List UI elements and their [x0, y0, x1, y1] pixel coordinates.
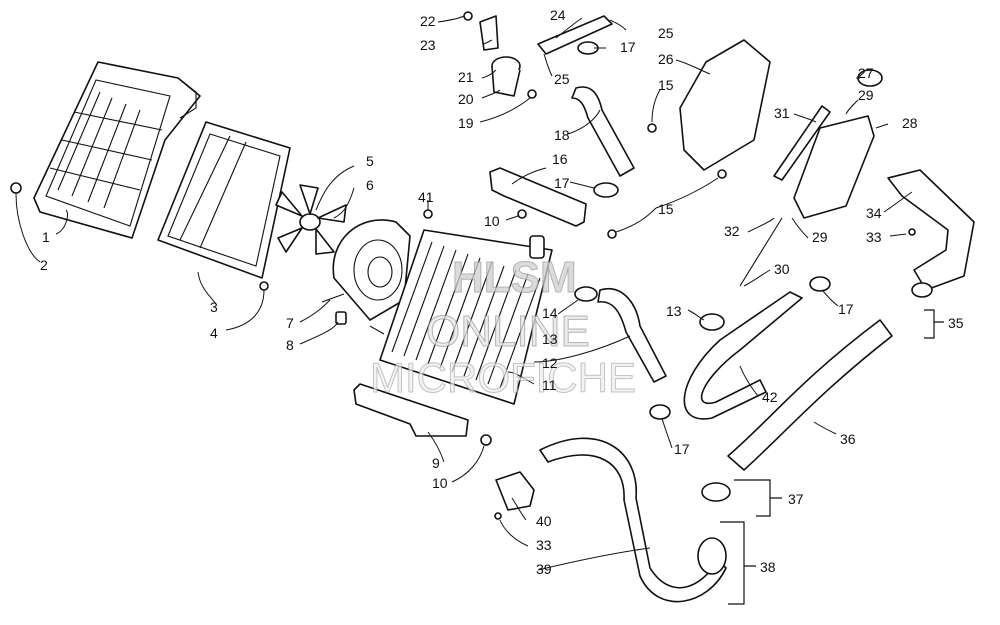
watermark-line-1: HLSM: [452, 253, 577, 302]
leader-lines: [15, 15, 913, 571]
callout-15-lower: 15: [658, 201, 674, 217]
callout-10-upper: 10: [484, 213, 500, 229]
fan-shroud-part: [321, 219, 411, 335]
clamp-part-35: [911, 282, 933, 298]
callout-40: 40: [536, 513, 552, 529]
callout-20: 20: [458, 91, 474, 107]
callout-5: 5: [366, 153, 374, 169]
callout-36: 36: [840, 431, 856, 447]
bolt-part-10-upper: [517, 209, 527, 219]
callout-25-top: 25: [658, 25, 674, 41]
screw-part-15-upper: [647, 123, 657, 133]
callout-17-right: 17: [838, 301, 854, 317]
callout-42: 42: [762, 389, 778, 405]
callout-37: 37: [788, 491, 804, 507]
clamp-part-17-right: [809, 276, 831, 292]
callout-4: 4: [210, 325, 218, 341]
clamp-part-37: [701, 482, 731, 502]
callout-11: 11: [542, 377, 557, 393]
callout-labels: 1 2 3 4 5 6 7 8 9 10 10 41 11 12 13 14 1…: [40, 7, 964, 577]
callout-8: 8: [286, 337, 294, 353]
callout-2: 2: [40, 257, 48, 273]
callout-28: 28: [902, 115, 918, 131]
group-brackets: [720, 309, 944, 605]
hose-part-36: [727, 319, 893, 471]
lower-bracket-part: [353, 383, 469, 437]
watermark: HLSM ONLINE MICROFICHE: [370, 253, 637, 402]
screw-part-41: [423, 209, 433, 219]
callout-33-upper: 33: [866, 229, 882, 245]
screw-part-15-mid: [607, 229, 617, 239]
callout-32: 32: [724, 223, 740, 239]
callout-19: 19: [458, 115, 474, 131]
callout-17-top: 17: [620, 39, 636, 55]
cover-part-26: [679, 39, 771, 171]
bracket-part-40: [495, 471, 535, 511]
callout-31: 31: [774, 105, 790, 121]
callout-17-upper: 17: [554, 175, 570, 191]
bypass-tube-part: [537, 15, 613, 55]
hose-part-42: [683, 291, 803, 420]
callout-33-lower: 33: [536, 537, 552, 553]
callout-41: 41: [418, 189, 434, 205]
hose-part-39: [539, 437, 727, 603]
callout-9: 9: [432, 455, 440, 471]
callout-13-left: 13: [542, 331, 558, 347]
callout-21: 21: [458, 69, 474, 85]
callout-39: 39: [536, 561, 552, 577]
bolt-part-8: [335, 311, 347, 325]
thermostat-housing-part: [463, 11, 521, 97]
callout-35: 35: [948, 315, 964, 331]
callout-3: 3: [210, 299, 218, 315]
callout-24: 24: [550, 7, 566, 23]
upper-bracket-part: [489, 167, 587, 227]
radiator-part: [379, 229, 553, 405]
screw-part-15-lower: [717, 169, 727, 179]
screw-part-2: [10, 182, 22, 194]
callout-23: 23: [420, 37, 436, 53]
callout-10-lower: 10: [432, 475, 448, 491]
callout-14: 14: [542, 305, 558, 321]
callout-38: 38: [760, 559, 776, 575]
screw-part-4: [259, 281, 269, 291]
callout-29-lower: 29: [812, 229, 828, 245]
callout-18: 18: [554, 127, 570, 143]
callout-15-upper: 15: [658, 77, 674, 93]
callout-17-lower: 17: [674, 441, 690, 457]
pipe-part-34: [887, 169, 975, 291]
callout-13-right: 13: [666, 303, 682, 319]
fan-part: [275, 184, 347, 255]
callout-29-upper: 29: [858, 87, 874, 103]
upper-hose-part: [571, 86, 635, 177]
callout-25-lower: 25: [554, 71, 570, 87]
shroud-grille-part: [33, 61, 201, 239]
bolt-part-19: [527, 89, 537, 99]
clamp-part-13-left: [574, 286, 598, 302]
screw-part-33-lower: [494, 512, 502, 520]
callout-16: 16: [552, 151, 568, 167]
overflow-hose-part-31: [773, 105, 831, 181]
callout-30: 30: [774, 261, 790, 277]
fitting-part-38: [697, 537, 727, 575]
callout-6: 6: [366, 177, 374, 193]
callout-26: 26: [658, 51, 674, 67]
reservoir-part: [793, 115, 875, 219]
callout-27: 27: [858, 65, 874, 81]
clamp-part-17-lower: [649, 404, 671, 420]
clamp-part-17-upper: [593, 182, 619, 198]
callout-22: 22: [420, 13, 436, 29]
watermark-line-3: MICROFICHE: [370, 354, 636, 401]
watermark-line-2: ONLINE: [426, 307, 590, 356]
screw-part-33-upper: [908, 228, 916, 236]
hose-part-12: [597, 287, 667, 383]
callout-12: 12: [542, 355, 558, 371]
clamp-part-13-right: [699, 313, 725, 331]
bolt-part-10-lower: [480, 434, 492, 446]
callout-34: 34: [866, 205, 882, 221]
radiator-screen-part: [157, 121, 291, 279]
vent-hose-part-32: [739, 217, 783, 287]
callout-1: 1: [42, 229, 50, 245]
callout-7: 7: [286, 315, 294, 331]
